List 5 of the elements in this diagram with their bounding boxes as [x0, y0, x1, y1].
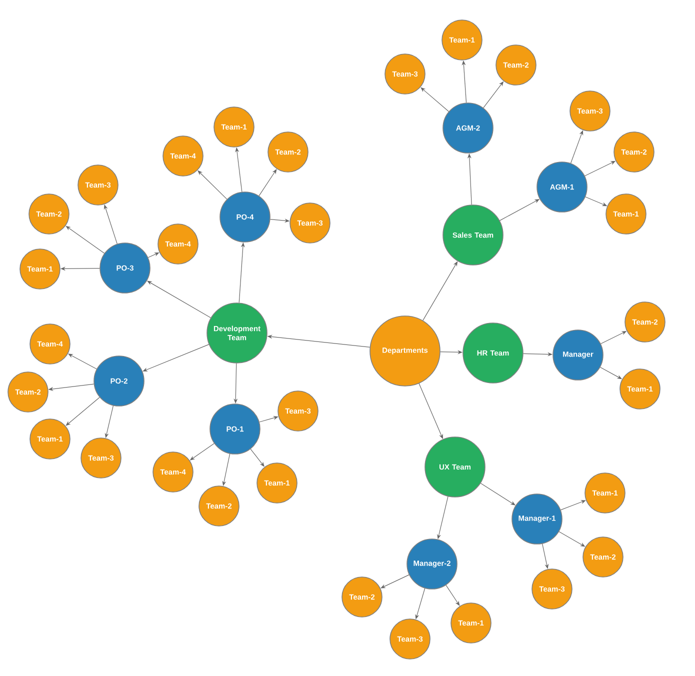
- arrow: [66, 397, 100, 426]
- arrow: [142, 344, 210, 372]
- arrow: [446, 584, 460, 606]
- arrow: [258, 169, 277, 196]
- arrow: [250, 448, 264, 467]
